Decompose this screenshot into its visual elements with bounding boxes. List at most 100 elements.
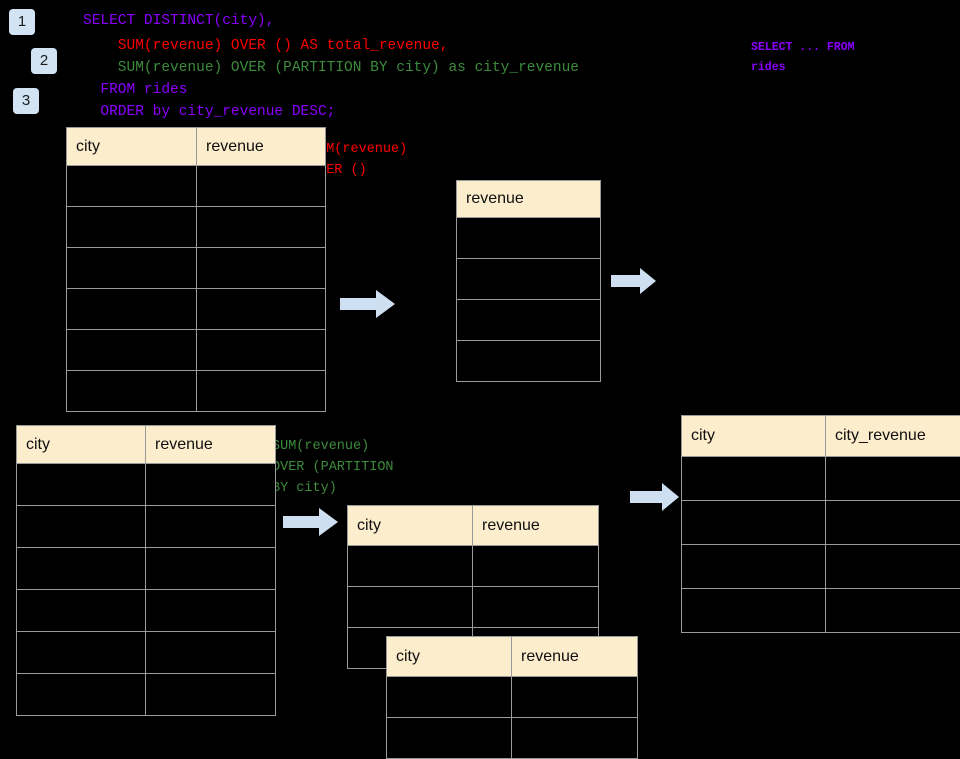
table-rides-source-bottom: city revenue xyxy=(16,425,276,716)
column-header-city: city xyxy=(387,637,512,677)
cell-revenue xyxy=(197,166,326,207)
side-note-line-2: rides xyxy=(751,58,786,77)
cell-city xyxy=(17,674,146,716)
table-row xyxy=(17,590,276,632)
cell-revenue xyxy=(457,259,601,300)
table-row xyxy=(387,677,638,718)
table-total-revenue-result: revenue xyxy=(456,180,601,382)
cell-revenue xyxy=(473,546,599,587)
column-header-revenue: revenue xyxy=(197,128,326,166)
step-badge-3-label: 3 xyxy=(22,92,30,109)
table-row xyxy=(67,371,326,412)
table-row xyxy=(387,718,638,759)
column-header-revenue: revenue xyxy=(512,637,638,677)
cell-city xyxy=(387,718,512,759)
table-final-result: city city_revenue xyxy=(681,415,960,633)
cell-city-revenue xyxy=(826,589,960,633)
cell-revenue xyxy=(197,371,326,412)
step-badge-3: 3 xyxy=(13,88,39,114)
cell-city xyxy=(67,289,197,330)
table-row xyxy=(682,501,960,545)
arrow-source-to-partition-icon xyxy=(283,507,339,537)
column-header-revenue: revenue xyxy=(473,506,599,546)
table-row xyxy=(17,674,276,716)
cell-revenue xyxy=(512,677,638,718)
cell-city xyxy=(682,545,826,589)
arrow-total-to-final-icon xyxy=(611,267,657,295)
table-row xyxy=(348,546,599,587)
step-badge-1-label: 1 xyxy=(18,13,26,30)
table-row xyxy=(67,330,326,371)
cell-city xyxy=(17,548,146,590)
cell-city xyxy=(17,464,146,506)
table-partition-group-front: city revenue xyxy=(386,636,638,759)
cell-city xyxy=(67,166,197,207)
cell-city xyxy=(67,330,197,371)
cell-revenue xyxy=(512,718,638,759)
cell-revenue xyxy=(146,506,276,548)
table-row xyxy=(67,207,326,248)
cell-city-revenue xyxy=(826,501,960,545)
sql-line-city-revenue: SUM(revenue) OVER (PARTITION BY city) as… xyxy=(83,58,579,80)
arrow-partition-to-final-icon xyxy=(630,482,680,512)
column-header-city: city xyxy=(682,416,826,457)
cell-city xyxy=(67,248,197,289)
table-header-row: city city_revenue xyxy=(682,416,960,457)
table-row xyxy=(457,341,601,382)
cell-city-revenue xyxy=(826,545,960,589)
table-header-row: revenue xyxy=(457,181,601,218)
cell-city xyxy=(17,632,146,674)
cell-revenue xyxy=(473,587,599,628)
table-row xyxy=(17,632,276,674)
cell-city xyxy=(67,207,197,248)
table-row xyxy=(67,289,326,330)
cell-city xyxy=(682,501,826,545)
cell-revenue xyxy=(197,207,326,248)
cell-revenue xyxy=(146,674,276,716)
sql-line-order-by: ORDER by city_revenue DESC; xyxy=(83,102,335,124)
table-row xyxy=(457,259,601,300)
cell-city xyxy=(17,590,146,632)
step-badge-2-label: 2 xyxy=(40,52,48,69)
cell-revenue xyxy=(457,341,601,382)
cell-revenue xyxy=(457,218,601,259)
table-row xyxy=(682,545,960,589)
column-header-city-revenue: city_revenue xyxy=(826,416,960,457)
cell-city xyxy=(387,677,512,718)
cell-revenue xyxy=(197,289,326,330)
step-badge-2: 2 xyxy=(31,48,57,74)
table-row xyxy=(17,506,276,548)
annotation-city-revenue: SUM(revenue) OVER (PARTITION BY city) xyxy=(272,436,394,499)
table-row xyxy=(17,548,276,590)
cell-revenue xyxy=(197,330,326,371)
table-row xyxy=(17,464,276,506)
column-header-revenue: revenue xyxy=(457,181,601,218)
cell-revenue xyxy=(146,632,276,674)
column-header-city: city xyxy=(348,506,473,546)
cell-city xyxy=(67,371,197,412)
column-header-revenue: revenue xyxy=(146,426,276,464)
sql-line-total-revenue: SUM(revenue) OVER () AS total_revenue, xyxy=(83,36,448,58)
cell-revenue xyxy=(146,590,276,632)
sql-line-from: FROM rides xyxy=(83,80,187,102)
diagram-canvas: 1 2 3 SELECT DISTINCT(city), SUM(revenue… xyxy=(0,0,960,720)
table-header-row: city revenue xyxy=(17,426,276,464)
cell-city xyxy=(682,589,826,633)
table-rides-source-top: city revenue xyxy=(66,127,326,412)
table-header-row: city revenue xyxy=(67,128,326,166)
cell-city xyxy=(17,506,146,548)
column-header-city: city xyxy=(17,426,146,464)
table-row xyxy=(457,300,601,341)
step-badge-1: 1 xyxy=(9,9,35,35)
table-row xyxy=(67,166,326,207)
sql-line-select: SELECT DISTINCT(city), xyxy=(83,11,274,33)
table-header-row: city revenue xyxy=(387,637,638,677)
cell-revenue xyxy=(457,300,601,341)
cell-city xyxy=(348,546,473,587)
side-note-line-1: SELECT ... FROM xyxy=(751,38,855,57)
table-row xyxy=(682,457,960,501)
cell-revenue xyxy=(146,548,276,590)
cell-city xyxy=(348,587,473,628)
table-row xyxy=(67,248,326,289)
cell-city xyxy=(682,457,826,501)
